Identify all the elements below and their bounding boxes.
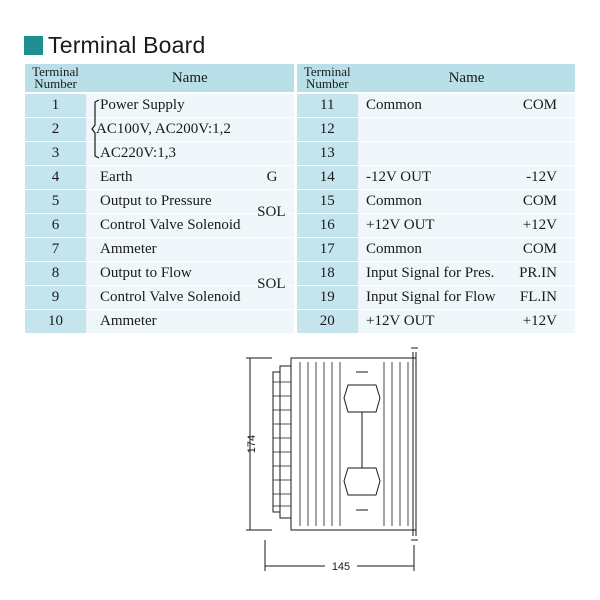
table-row: 2 AC100V, AC200V:1,2 12 (25, 117, 575, 142)
table-row: 9 Control Valve Solenoid SOL 19 Input Sig… (25, 276, 575, 310)
table-header-row: Terminal Number Name Terminal Number Nam… (25, 64, 575, 94)
terminal-name: AC100V, AC200V:1,2 (86, 117, 295, 142)
terminal-number: 10 (25, 309, 86, 334)
terminal-name: AC220V:1,3 (86, 141, 295, 166)
terminal-number: 7 (25, 237, 86, 262)
header-name-left: Name (86, 64, 295, 94)
terminal-code: COM (522, 241, 557, 257)
terminal-code: +12V (522, 217, 557, 233)
terminal-number: 19 (293, 285, 358, 310)
title-marker-square (24, 35, 43, 55)
terminal-name-text: AC100V, AC200V:1,2 (96, 121, 231, 137)
terminal-name: +12V OUT +12V (358, 213, 575, 238)
terminal-name-text: Output to Pressure (100, 193, 212, 209)
terminal-table: Terminal Number Name Terminal Number Nam… (25, 64, 575, 334)
terminal-screws (273, 381, 291, 507)
terminal-name: Input Signal for Pres. PR.IN (358, 261, 575, 286)
terminal-name: Output to Flow (86, 261, 295, 286)
terminal-name-text: Ammeter (100, 241, 157, 257)
terminal-code: PR.IN (519, 265, 557, 281)
terminal-name-text: +12V OUT (366, 313, 435, 329)
terminal-name: +12V OUT +12V (358, 309, 575, 334)
terminal-number: 20 (293, 309, 358, 334)
terminal-name-text: Common (366, 241, 422, 257)
terminal-number: 5 (25, 189, 86, 214)
terminal-number: 9 (25, 285, 86, 310)
terminal-name-text: Earth (100, 169, 133, 185)
terminal-name (358, 117, 575, 142)
terminal-name: Ammeter (86, 237, 295, 262)
terminal-code: -12V (526, 169, 557, 185)
terminal-name: Output to Pressure (86, 189, 295, 214)
header-num-line1: Terminal (32, 64, 79, 79)
solenoid-blocks (343, 371, 381, 511)
terminal-name-text: AC220V:1,3 (100, 145, 176, 161)
terminal-number: 4 (25, 165, 86, 190)
table-row: 1 Power Supply 11 Common COM (25, 93, 575, 118)
header-num-line1: Terminal (303, 64, 351, 79)
terminal-number: 13 (293, 141, 358, 166)
table-row: 8 Output to Flow 18 Input Signal for Pre… (25, 261, 575, 286)
terminal-name-text: Input Signal for Pres. (366, 265, 495, 281)
terminal-name-text: Control Valve Solenoid (100, 217, 241, 233)
terminal-number: 1 (25, 93, 86, 118)
terminal-name-text: Control Valve Solenoid (100, 289, 241, 305)
terminal-name: Earth G (86, 165, 295, 190)
terminal-name (358, 141, 575, 166)
terminal-code: SOL (257, 276, 286, 292)
section-title: Terminal Board (24, 31, 205, 59)
table-row: 4 Earth G 14 -12V OUT -12V (25, 165, 575, 190)
heatsink-fins (299, 362, 409, 526)
width-dimension-label: 145 (332, 561, 350, 573)
terminal-number: 15 (293, 189, 358, 214)
header-name-right: Name (358, 64, 575, 94)
terminal-name-text: Power Supply (100, 97, 185, 113)
terminal-name: Power Supply (86, 93, 295, 118)
table-row: 5 Output to Pressure 15 Common COM (25, 189, 575, 214)
terminal-name-text: Input Signal for Flow (366, 289, 496, 305)
header-num-line2: Number (305, 76, 349, 91)
table-row: 7 Ammeter 17 Common COM (25, 237, 575, 262)
height-dimension-label: 174 (246, 435, 258, 453)
header-terminal-number-left: Terminal Number (25, 64, 86, 94)
table-row: 3 AC220V:1,3 13 (25, 141, 575, 166)
terminal-name: Common COM (358, 189, 575, 214)
terminal-name-text: Common (366, 97, 422, 113)
terminal-name-text: Ammeter (100, 313, 157, 329)
page-title: Terminal Board (48, 31, 206, 58)
terminal-number: 14 (293, 165, 358, 190)
terminal-name: Common COM (358, 237, 575, 262)
terminal-name: Input Signal for Flow FL.IN (358, 285, 575, 310)
terminal-number: 17 (293, 237, 358, 262)
terminal-name-text: +12V OUT (366, 217, 435, 233)
terminal-number: 12 (293, 117, 358, 142)
header-num-line2: Number (34, 76, 77, 91)
enclosure-outline (246, 347, 418, 571)
terminal-name: Control Valve Solenoid SOL (86, 204, 295, 238)
terminal-name: Ammeter (86, 309, 295, 334)
terminal-name: -12V OUT -12V (358, 165, 575, 190)
terminal-number: 18 (293, 261, 358, 286)
terminal-code: SOL (257, 204, 286, 220)
terminal-code: +12V (522, 313, 557, 329)
terminal-name: Common COM (358, 93, 575, 118)
terminal-code: FL.IN (519, 289, 557, 305)
terminal-code: COM (522, 97, 557, 113)
terminal-code: COM (522, 193, 557, 209)
terminal-number: 6 (25, 213, 86, 238)
terminal-number: 3 (25, 141, 86, 166)
terminal-number: 2 (25, 117, 86, 142)
terminal-number: 11 (293, 93, 358, 118)
terminal-code: G (266, 169, 278, 185)
terminal-name-text: Output to Flow (100, 265, 192, 281)
terminal-name-text: -12V OUT (366, 169, 432, 185)
table-row: 10 Ammeter 20 +12V OUT +12V (25, 309, 575, 334)
terminal-number: 8 (25, 261, 86, 286)
terminal-name: Control Valve Solenoid SOL (86, 276, 295, 310)
terminal-name-text: Common (366, 193, 422, 209)
header-terminal-number-right: Terminal Number (293, 64, 358, 94)
terminal-number: 16 (293, 213, 358, 238)
